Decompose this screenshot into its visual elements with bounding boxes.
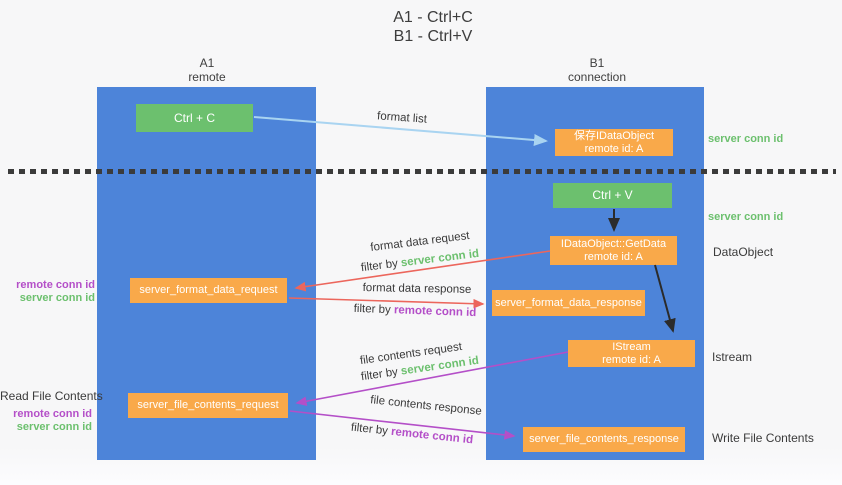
side-label-istream: Istream [712, 350, 753, 364]
side-label-server-conn-id: server conn id [16, 421, 92, 433]
arrow-label-file-contents-response: file contents response [369, 394, 483, 418]
network-boundary-dotted-line [8, 169, 836, 174]
node-save-idataobject-line2: remote id: A [584, 142, 644, 155]
node-istream-line2: remote id: A [602, 353, 661, 366]
filter-by-text: filter by [350, 421, 392, 438]
node-idataobject-getdata: IDataObject::GetData remote id: A [550, 236, 677, 265]
node-idataobject-getdata-line2: remote id: A [584, 250, 643, 263]
diagram-title: A1 - Ctrl+C B1 - Ctrl+V [323, 8, 543, 46]
side-label-dataobject: DataObject [713, 245, 774, 259]
lane-b1-name: B1 [589, 56, 605, 70]
node-ctrl-v-label: Ctrl + V [592, 188, 633, 202]
filter-by-text: filter by [360, 257, 402, 275]
lane-b1-subtitle: connection [567, 70, 627, 84]
node-istream-line1: IStream [612, 340, 651, 353]
node-server-file-contents-response-label: server_file_contents_response [529, 433, 679, 445]
node-idataobject-getdata-line1: IDataObject::GetData [560, 237, 667, 250]
arrow-label-filter-by-remote-conn-id-1: filter by remote conn id [340, 302, 490, 319]
side-label-server-conn-id-top: server conn id [708, 133, 784, 145]
filter-by-text: filter by [360, 365, 402, 384]
title-line-2: B1 - Ctrl+V [393, 28, 473, 45]
node-ctrl-c: Ctrl + C [136, 104, 253, 132]
remote-conn-id-text: remote conn id [393, 304, 477, 320]
node-server-format-data-request: server_format_data_request [130, 278, 287, 303]
arrow-label-format-list: format list [376, 110, 428, 126]
node-server-format-data-response: server_format_data_response [492, 290, 645, 316]
node-istream: IStream remote id: A [568, 340, 695, 367]
side-label-group-read-file: Read File Contents remote conn id server… [0, 389, 103, 434]
side-label-group-conn-ids-mid: remote conn id server conn id [0, 279, 95, 305]
side-label-remote-conn-id: remote conn id [16, 279, 95, 291]
arrow-label-format-data-response: format data response [362, 282, 472, 296]
node-save-idataobject-line1: 保存IDataObject [573, 129, 655, 142]
side-label-write-file-contents: Write File Contents [712, 431, 814, 445]
node-server-format-data-request-label: server_format_data_request [139, 284, 278, 296]
server-conn-id-text: server conn id [400, 247, 480, 270]
node-save-idataobject: 保存IDataObject remote id: A [555, 129, 673, 156]
lane-header-a1: A1 remote [146, 56, 268, 84]
remote-conn-id-text: remote conn id [390, 425, 474, 447]
filter-by-text: filter by [353, 302, 395, 317]
node-server-file-contents-response: server_file_contents_response [523, 427, 685, 452]
side-label-read-file-contents: Read File Contents [0, 389, 103, 403]
title-line-1: A1 - Ctrl+C [393, 9, 473, 26]
side-label-server-conn-id-mid: server conn id [708, 211, 784, 223]
node-server-file-contents-request: server_file_contents_request [128, 393, 288, 418]
lane-a1-subtitle: remote [188, 70, 226, 84]
side-label-remote-conn-id: remote conn id [13, 408, 92, 420]
node-server-file-contents-request-label: server_file_contents_request [137, 399, 279, 411]
node-ctrl-v: Ctrl + V [553, 183, 672, 208]
node-server-format-data-response-label: server_format_data_response [495, 296, 642, 309]
lane-header-b1: B1 connection [536, 56, 658, 84]
arrow-label-filter-by-remote-conn-id-2: filter by remote conn id [337, 420, 487, 448]
side-label-server-conn-id: server conn id [19, 292, 95, 304]
lane-a1-name: A1 [199, 56, 215, 70]
node-ctrl-c-label: Ctrl + C [173, 110, 215, 125]
